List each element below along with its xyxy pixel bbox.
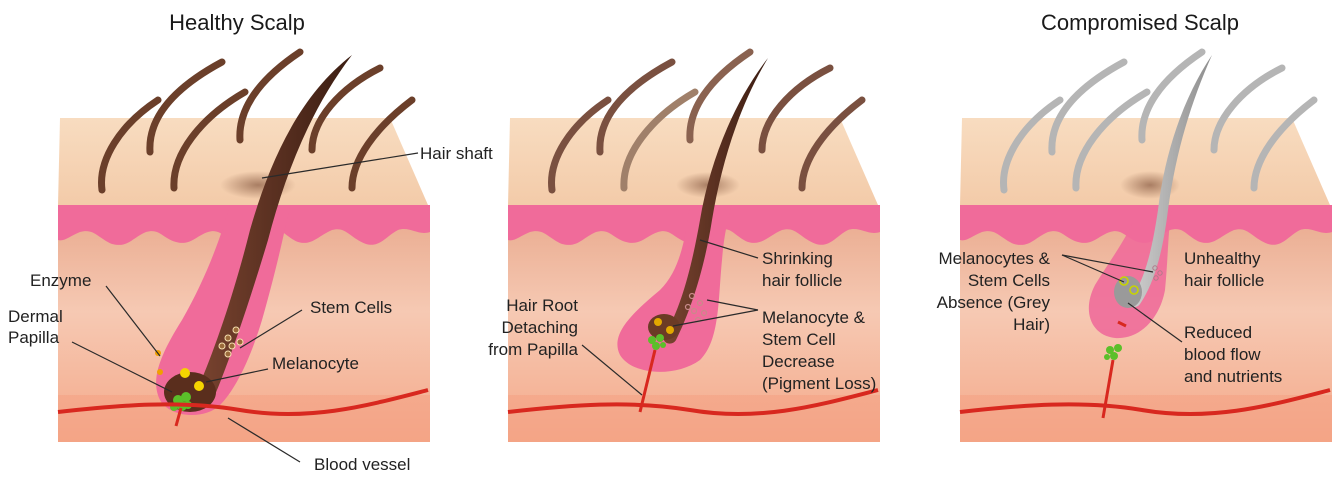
dermal-papilla-label-line1: Dermal	[8, 307, 63, 326]
unhealthy-follicle-label-line1: Unhealthy	[1184, 249, 1261, 268]
melanocyte-label: Melanocyte	[272, 354, 359, 373]
healthy-title: Healthy Scalp	[169, 10, 305, 35]
reduced-flow-label-line2: blood flow	[1184, 345, 1261, 364]
dermal-papilla-label-line2: Papilla	[8, 328, 60, 347]
hair-root-label-line2: Detaching	[501, 318, 578, 337]
shrinking-follicle-label-line2: hair follicle	[762, 271, 842, 290]
decrease-label-line2: Stem Cell	[762, 330, 836, 349]
hair-root-label-line3: from Papilla	[488, 340, 578, 359]
stem-cells-label: Stem Cells	[310, 298, 392, 317]
blood-vessel-label: Blood vessel	[314, 455, 410, 474]
hair-shaft-label: Hair shaft	[420, 144, 493, 163]
absence-label-line2: Stem Cells	[968, 271, 1050, 290]
absence-label-line4: Hair)	[1013, 315, 1050, 334]
decrease-label-line1: Melanocyte &	[762, 308, 866, 327]
healthy-scalp-panel	[58, 52, 430, 442]
decrease-label-line3: Decrease	[762, 352, 835, 371]
decrease-label-line4: (Pigment Loss)	[762, 374, 876, 393]
unhealthy-follicle-label-line2: hair follicle	[1184, 271, 1264, 290]
absence-label-line3: Absence (Grey	[937, 293, 1051, 312]
reduced-flow-label-line1: Reduced	[1184, 323, 1252, 342]
reduced-flow-label-line3: and nutrients	[1184, 367, 1282, 386]
absence-label-line1: Melanocytes &	[939, 249, 1051, 268]
shrinking-follicle-label-line1: Shrinking	[762, 249, 833, 268]
compromised-title: Compromised Scalp	[1041, 10, 1239, 35]
hair-root-label-line1: Hair Root	[506, 296, 578, 315]
enzyme-label: Enzyme	[30, 271, 91, 290]
